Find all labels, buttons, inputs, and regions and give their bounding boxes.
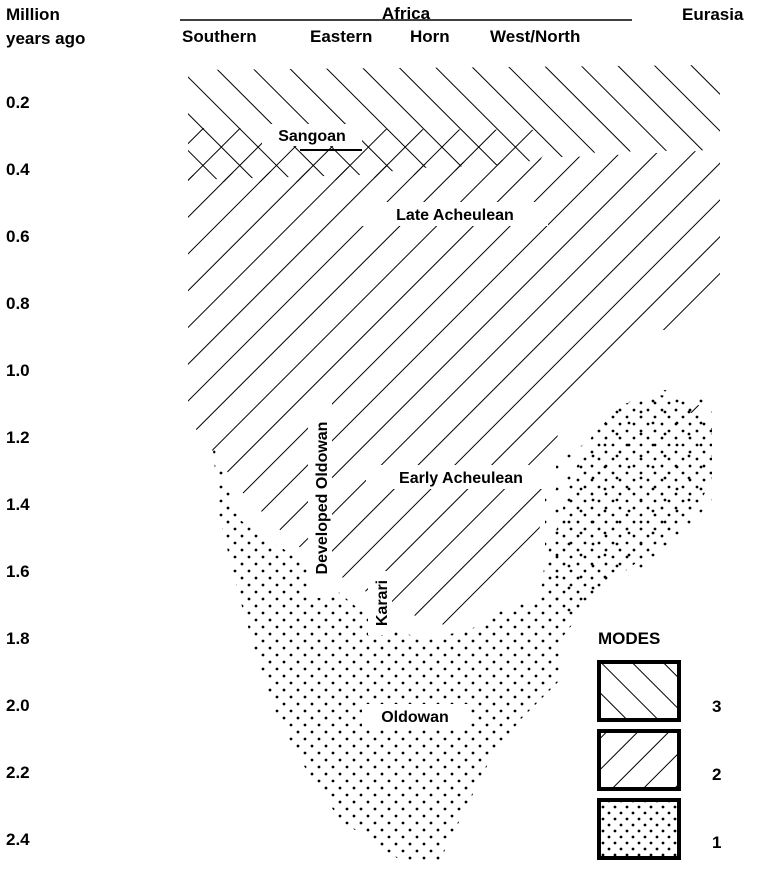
tick-1-8: 1.8 (6, 629, 30, 648)
legend-swatch-mode-1 (597, 798, 681, 860)
label-karari-group: Karari (368, 571, 392, 635)
tick-0-6: 0.6 (6, 227, 30, 246)
legend-swatch-mode-2 (597, 729, 681, 791)
legend-label-mode-2: 2 (712, 765, 721, 784)
label-late-acheulean-group: Late Acheulean (362, 202, 548, 226)
tick-0-2: 0.2 (6, 93, 30, 112)
label-developed-oldowan-group: Developed Oldowan (308, 398, 332, 598)
tick-1-2: 1.2 (6, 428, 30, 447)
tick-2-4: 2.4 (6, 830, 30, 849)
tick-1-0: 1.0 (6, 361, 30, 380)
region-southern: Southern (182, 27, 257, 46)
tick-0-4: 0.4 (6, 160, 30, 179)
label-early-acheulean-group: Early Acheulean (366, 465, 556, 489)
tick-1-6: 1.6 (6, 562, 30, 581)
label-developed-oldowan: Developed Oldowan (314, 422, 331, 575)
legend-swatch-mode-3 (597, 660, 681, 722)
tick-2-0: 2.0 (6, 696, 30, 715)
axis-title-line2: years ago (6, 29, 85, 48)
tick-1-4: 1.4 (6, 495, 30, 514)
region-eastern: Eastern (310, 27, 372, 46)
legend-label-mode-3: 3 (712, 697, 721, 716)
region-west-north: West/North (490, 27, 580, 46)
axis-title-line1: Million (6, 5, 60, 24)
label-karari: Karari (374, 580, 391, 626)
legend-label-mode-1: 1 (712, 833, 721, 852)
region-horn: Horn (410, 27, 450, 46)
region-eurasia: Eurasia (682, 5, 744, 24)
tick-2-2: 2.2 (6, 763, 30, 782)
mode2-eurasia-segment (678, 390, 712, 430)
label-sangoan: Sangoan (278, 128, 346, 145)
label-late-acheulean: Late Acheulean (396, 207, 514, 224)
africa-heading: Africa (382, 4, 431, 23)
label-oldowan-group: Oldowan (362, 704, 468, 728)
tick-0-8: 0.8 (6, 294, 30, 313)
label-sangoan-group: Sangoan (262, 124, 362, 151)
legend: MODES 3 2 1 (597, 629, 721, 860)
label-early-acheulean: Early Acheulean (399, 470, 523, 487)
mode1-sparse-dots (545, 390, 712, 620)
label-oldowan: Oldowan (381, 709, 449, 726)
legend-title: MODES (598, 629, 660, 648)
